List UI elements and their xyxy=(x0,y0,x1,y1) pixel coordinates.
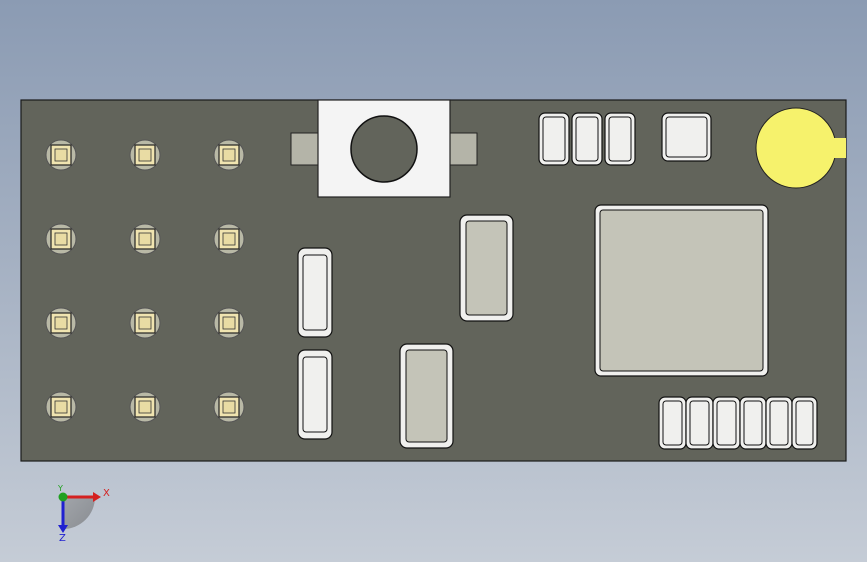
header-pin xyxy=(213,307,245,339)
triad-x-label: X xyxy=(103,488,110,499)
triad-y-label: Y xyxy=(57,484,63,493)
tact-switch[interactable] xyxy=(290,99,478,198)
crystal-component xyxy=(459,214,514,322)
header-pin xyxy=(129,391,161,423)
z-arrow-head xyxy=(58,525,68,533)
y-axis-dot xyxy=(58,492,68,502)
header-pin xyxy=(213,139,245,171)
header-pin xyxy=(45,307,77,339)
triad-z-label: Z xyxy=(59,533,66,544)
smd-component xyxy=(571,112,603,166)
smd-component xyxy=(661,112,712,162)
antenna-pad xyxy=(755,107,846,189)
header-pin xyxy=(45,139,77,171)
switch-button[interactable] xyxy=(350,115,418,183)
header-pin xyxy=(45,391,77,423)
crystal-component xyxy=(399,343,454,449)
x-arrow-head xyxy=(93,492,101,502)
header-pin xyxy=(129,139,161,171)
header-pin xyxy=(45,223,77,255)
ic-chip xyxy=(594,204,769,377)
coordinate-triad: X Y Z xyxy=(57,484,110,544)
resistor-array xyxy=(658,396,818,450)
smd-component xyxy=(538,112,570,166)
switch-terminal-right xyxy=(449,132,478,166)
header-pin xyxy=(129,307,161,339)
smd-capacitor xyxy=(297,349,333,440)
pin-header xyxy=(45,139,245,423)
header-pin xyxy=(129,223,161,255)
header-pin xyxy=(213,223,245,255)
smd-capacitor xyxy=(297,247,333,338)
switch-terminal-left xyxy=(290,132,319,166)
smd-component xyxy=(604,112,636,166)
header-pin xyxy=(213,391,245,423)
